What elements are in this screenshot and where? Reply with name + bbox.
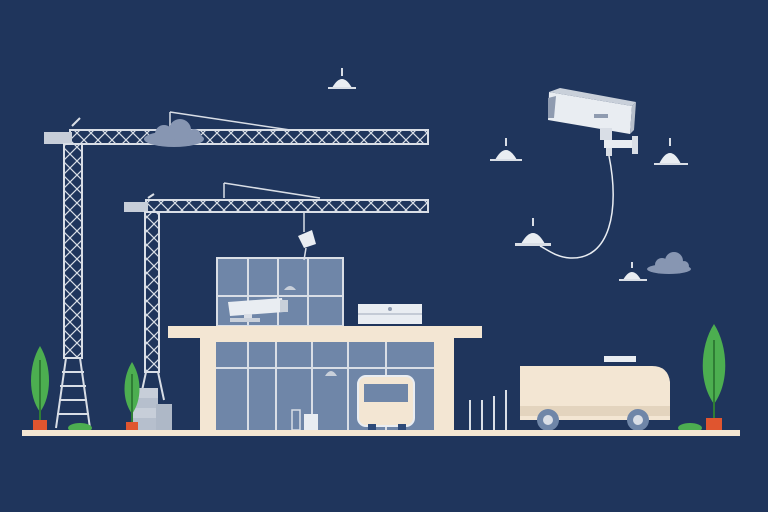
potted-plant-icon <box>124 362 140 430</box>
potted-plant-icon <box>31 346 49 430</box>
security-camera-icon <box>539 88 638 259</box>
rooftop-unit <box>358 304 422 324</box>
cloud-icon <box>647 252 691 274</box>
ceiling-lamp-icon <box>328 68 356 89</box>
potted-plant-icon <box>702 324 726 430</box>
ceiling-lamp-icon <box>515 218 551 246</box>
ceiling-lamp-icon <box>654 138 688 165</box>
fence-posts <box>469 390 507 430</box>
crane-hook-lamp <box>298 212 316 261</box>
material-stack <box>132 388 172 430</box>
ceiling-lamp-icon <box>619 262 647 281</box>
tower-crane-icon <box>124 182 429 401</box>
security-camera-icon <box>228 298 288 322</box>
ceiling-lamp-icon <box>490 138 522 161</box>
ground-line <box>22 430 740 436</box>
cloud-icon <box>144 119 204 147</box>
box <box>304 414 318 430</box>
delivery-van-icon <box>520 356 670 431</box>
bus-icon <box>357 375 415 430</box>
